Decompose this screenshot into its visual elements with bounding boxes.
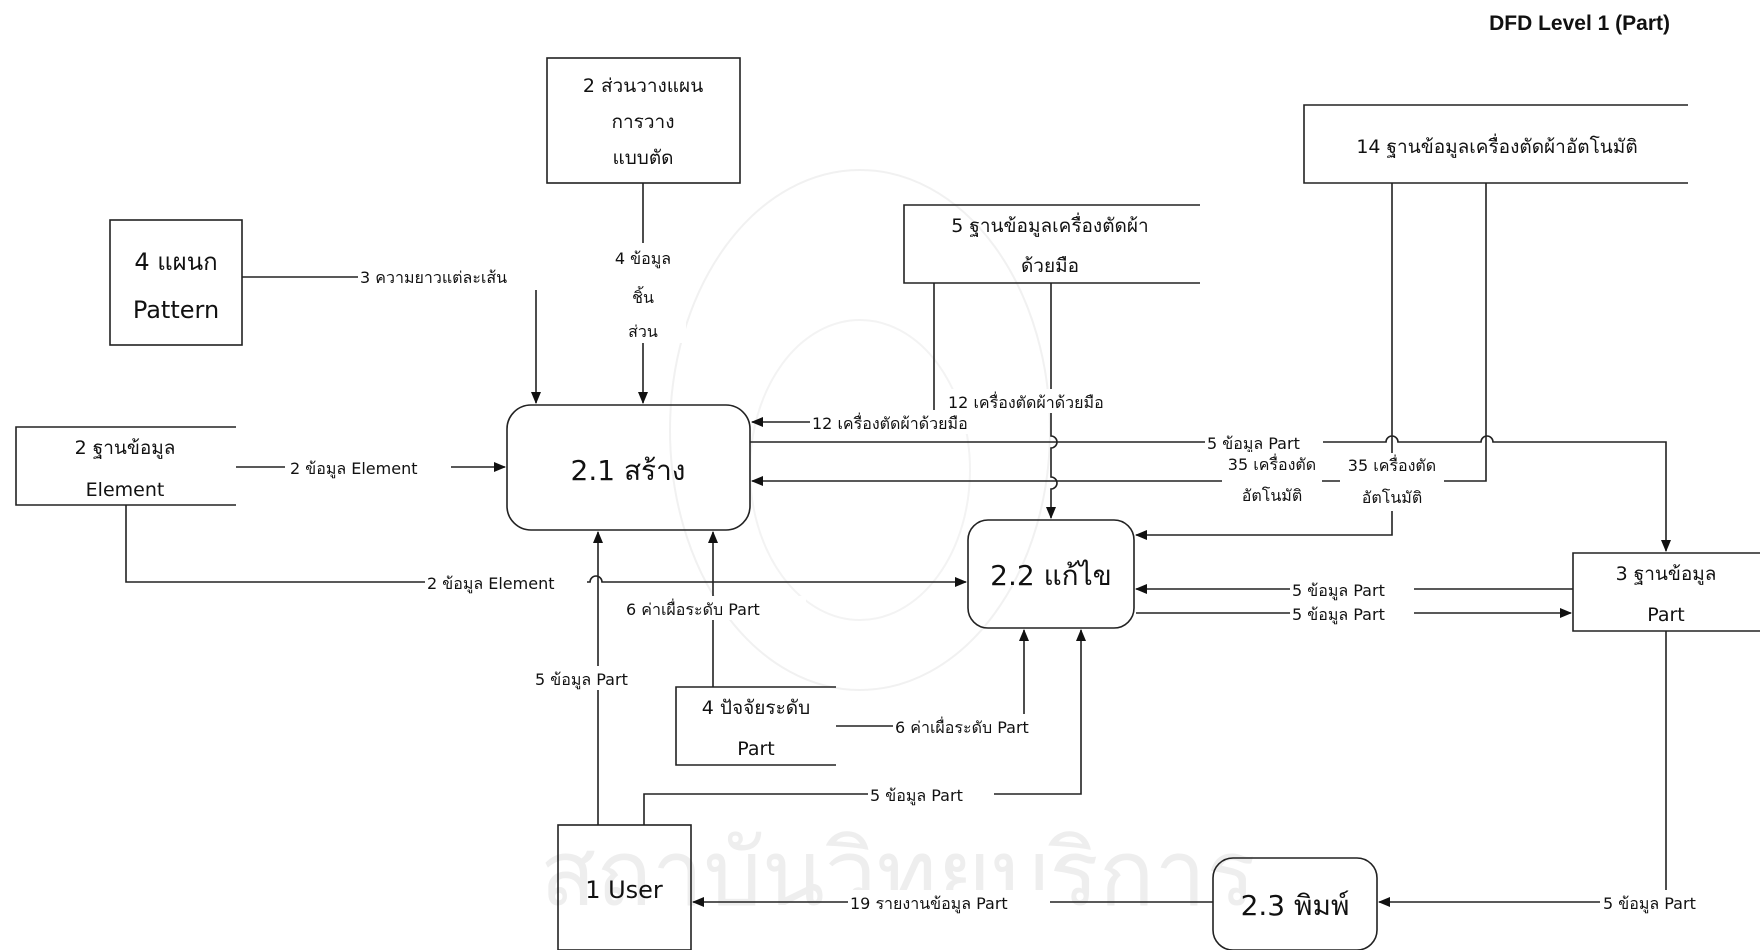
flow-manual-to-create-label: 12 เครื่องตัดผ้าด้วยมือ <box>812 412 968 433</box>
store-manual-line1: 5 ฐานข้อมูลเครื่องตัดผ้า <box>951 212 1148 237</box>
flow-element-in-label: 2 ข้อมูล Element <box>290 459 418 479</box>
flow-piece-data: 4 ข้อมูล ชิ้น ส่วน <box>600 183 686 404</box>
store-part[interactable]: 3 ฐานข้อมูล Part <box>1572 552 1760 632</box>
flow-element-to-edit: 2 ข้อมูล Element <box>125 505 967 594</box>
flow-user-to-create-label: 5 ข้อมูล Part <box>535 670 628 690</box>
process-edit[interactable]: 2.2 แก้ไข <box>967 519 1135 629</box>
flow-length: 3 ความยาวแต่ละเส้น <box>242 264 554 404</box>
flow-length-label: 3 ความยาวแต่ละเส้น <box>360 268 507 287</box>
flow-element-to-edit-label: 2 ข้อมูล Element <box>427 574 555 594</box>
flow-manual-to-edit-label: 12 เครื่องตัดผ้าด้วยมือ <box>948 391 1104 412</box>
flow-auto1-line1: 35 เครื่องตัด <box>1228 453 1316 474</box>
flow-margin-to-create: 6 ค่าเผื่อระดับ Part <box>624 531 806 687</box>
flow-auto1-line2: อัตโนมัติ <box>1242 486 1302 505</box>
store-element[interactable]: 2 ฐานข้อมูล Element <box>15 426 236 506</box>
flow-margin-to-edit: 6 ค่าเผื่อระดับ Part <box>836 629 1077 738</box>
store-part-line2: Part <box>1647 604 1685 626</box>
flow-report-label: 19 รายงานข้อมูล Part <box>850 894 1008 914</box>
flow-part-to-print-label: 5 ข้อมูล Part <box>1603 894 1696 914</box>
process-create-label: 2.1 สร้าง <box>571 454 686 487</box>
flow-piece-line2: ชิ้น <box>632 286 654 307</box>
flow-part-to-print: 5 ข้อมูล Part <box>1378 631 1728 914</box>
store-factor-line1: 4 ปัจจัยระดับ <box>702 697 810 719</box>
flow-piece-line1: 4 ข้อมูล <box>615 249 671 269</box>
store-part-line1: 3 ฐานข้อมูล <box>1616 563 1717 585</box>
flow-user-to-create: 5 ข้อมูล Part <box>532 531 662 825</box>
flow-auto2-line2: อัตโนมัติ <box>1362 488 1422 507</box>
flow-margin-to-create-label: 6 ค่าเผื่อระดับ Part <box>626 598 760 619</box>
process-edit-label: 2.2 แก้ไข <box>990 559 1112 592</box>
process-print-label: 2.3 พิมพ์ <box>1241 889 1350 922</box>
flow-user-to-edit: 5 ข้อมูล Part <box>643 629 1086 825</box>
flow-part-to-edit-label: 5 ข้อมูล Part <box>1292 581 1385 601</box>
store-factor-line2: Part <box>737 738 775 760</box>
flow-auto-to-edit: 35 เครื่องตัด อัตโนมัติ <box>1135 183 1444 540</box>
flow-user-to-edit-label: 5 ข้อมูล Part <box>870 786 963 806</box>
store-element-line1: 2 ฐานข้อมูล <box>75 437 176 459</box>
entity-planning-line3: แบบตัด <box>612 147 673 169</box>
flow-part-to-edit: 5 ข้อมูล Part <box>1135 579 1573 601</box>
flow-margin-to-edit-label: 6 ค่าเผื่อระดับ Part <box>895 716 1029 737</box>
entity-user[interactable]: 1 User <box>557 824 692 950</box>
entity-planning-line2: การวาง <box>612 111 675 133</box>
flow-edit-to-part: 5 ข้อมูล Part <box>1136 601 1572 625</box>
entity-pattern-line2: Pattern <box>133 296 219 324</box>
process-create[interactable]: 2.1 สร้าง <box>506 404 751 531</box>
entity-pattern[interactable]: 4 แผนก Pattern <box>109 219 243 346</box>
flow-manual-to-create: 12 เครื่องตัดผ้าด้วยมือ <box>751 283 1015 434</box>
flow-manual-to-edit: 12 เครื่องตัดผ้าด้วยมือ <box>945 283 1155 519</box>
store-manual-cutter[interactable]: 5 ฐานข้อมูลเครื่องตัดผ้า ด้วยมือ <box>903 204 1200 284</box>
entity-pattern-line1: 4 แผนก <box>134 248 217 276</box>
entity-planning-line1: 2 ส่วนวางแผน <box>583 75 703 97</box>
diagram-title: DFD Level 1 (Part) <box>1489 12 1670 35</box>
store-factor[interactable]: 4 ปัจจัยระดับ Part <box>675 686 836 766</box>
store-auto-label: 14 ฐานข้อมูลเครื่องตัดผ้าอัตโนมัติ <box>1356 133 1637 158</box>
process-print[interactable]: 2.3 พิมพ์ <box>1212 857 1378 950</box>
store-auto-cutter[interactable]: 14 ฐานข้อมูลเครื่องตัดผ้าอัตโนมัติ <box>1303 104 1688 184</box>
flow-edit-to-part-label: 5 ข้อมูล Part <box>1292 605 1385 625</box>
flow-piece-line3: ส่วน <box>628 322 658 341</box>
flow-element-in: 2 ข้อมูล Element <box>236 455 506 479</box>
flow-auto2-line1: 35 เครื่องตัด <box>1348 454 1436 475</box>
store-manual-line2: ด้วยมือ <box>1021 255 1079 277</box>
store-element-line2: Element <box>86 479 165 501</box>
flow-auto-to-create: 35 เครื่องตัด อัตโนมัติ <box>751 183 1487 510</box>
entity-planning[interactable]: 2 ส่วนวางแผน การวาง แบบตัด <box>546 57 741 184</box>
flow-create-to-part-label: 5 ข้อมูล Part <box>1207 434 1300 454</box>
entity-user-label: 1 User <box>585 876 663 904</box>
flow-create-to-part: 5 ข้อมูล Part <box>750 431 1671 552</box>
flow-report: 19 รายงานข้อมูล Part <box>692 890 1213 914</box>
